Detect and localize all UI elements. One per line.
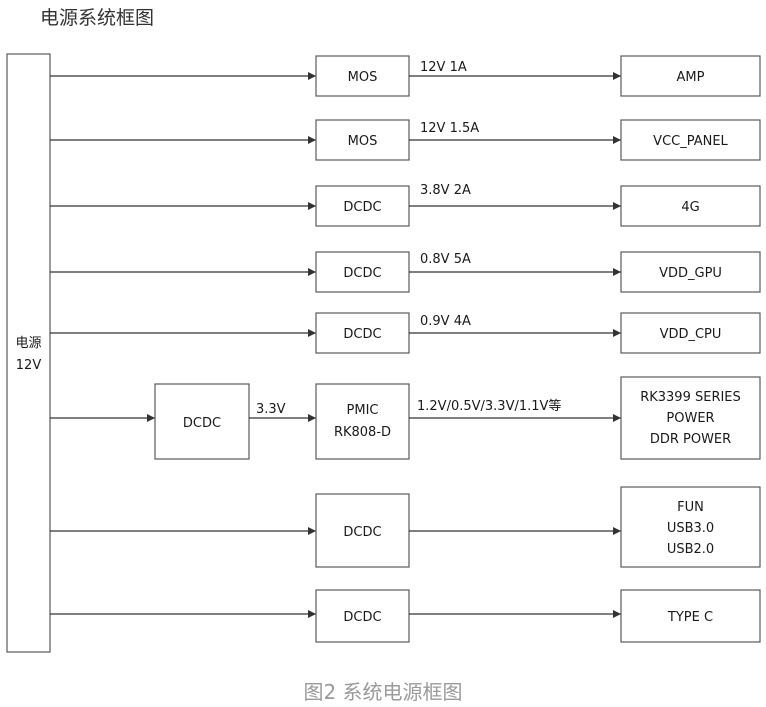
converter-box-4 xyxy=(315,251,410,293)
load-box-3 xyxy=(620,185,761,227)
load-label-4: VDD_GPU xyxy=(659,266,722,281)
pre-converter-output-label: 3.3V xyxy=(256,402,286,417)
load-label-1: AMP xyxy=(677,70,705,85)
converter-label-3: DCDC xyxy=(343,200,381,215)
converter-box-8 xyxy=(315,589,410,643)
source-label-line2: 12V xyxy=(16,358,42,373)
source-box xyxy=(6,53,51,653)
converter-label-5: DCDC xyxy=(343,327,381,342)
converter-label-6-line2: RK808-D xyxy=(334,425,391,440)
diagram-title: 电源系统框图 xyxy=(40,7,155,29)
spec-label-6: 1.2V/0.5V/3.3V/1.1V等 xyxy=(417,398,561,414)
load-label-2: VCC_PANEL xyxy=(653,134,728,149)
converter-label-2: MOS xyxy=(348,134,378,149)
converter-label-6: PMIC xyxy=(347,403,379,418)
load-label-7-line3: USB2.0 xyxy=(667,542,714,557)
load-label-7-line1: FUN xyxy=(677,500,704,515)
spec-label-1: 12V 1A xyxy=(420,60,467,75)
load-label-6-line2: POWER xyxy=(666,411,714,426)
converter-label-8: DCDC xyxy=(343,610,381,625)
load-box-4 xyxy=(620,251,761,293)
spec-label-2: 12V 1.5A xyxy=(420,121,479,136)
load-box-7 xyxy=(620,486,761,568)
converter-box-3 xyxy=(315,185,410,227)
converter-box-6 xyxy=(315,383,410,460)
load-box-5 xyxy=(620,312,761,354)
load-label-6-line3: DDR POWER xyxy=(650,432,731,447)
load-label-7-line2: USB3.0 xyxy=(667,521,714,536)
load-box-2 xyxy=(620,119,761,161)
converter-label-4: DCDC xyxy=(343,266,381,281)
load-box-6 xyxy=(620,376,761,460)
converter-label-7: DCDC xyxy=(343,525,381,540)
converter-label-1: MOS xyxy=(348,70,378,85)
figure-caption: 图2 系统电源框图 xyxy=(303,680,463,704)
pre-converter-label: DCDC xyxy=(183,416,221,431)
source-label-line1: 电源 xyxy=(15,336,41,351)
converter-box-7 xyxy=(315,493,410,568)
load-box-8 xyxy=(620,589,761,643)
converter-box-5 xyxy=(315,312,410,354)
spec-label-5: 0.9V 4A xyxy=(420,314,471,329)
spec-label-3: 3.8V 2A xyxy=(420,183,471,198)
load-label-5: VDD_CPU xyxy=(660,327,722,342)
spec-label-4: 0.8V 5A xyxy=(420,252,471,267)
load-box-1 xyxy=(620,55,761,97)
load-label-6-line1: RK3399 SERIES xyxy=(640,390,741,405)
load-label-3: 4G xyxy=(681,200,699,215)
converter-box-2 xyxy=(315,119,410,161)
pre-converter-box xyxy=(154,383,250,460)
load-label-8: TYPE C xyxy=(667,610,713,625)
